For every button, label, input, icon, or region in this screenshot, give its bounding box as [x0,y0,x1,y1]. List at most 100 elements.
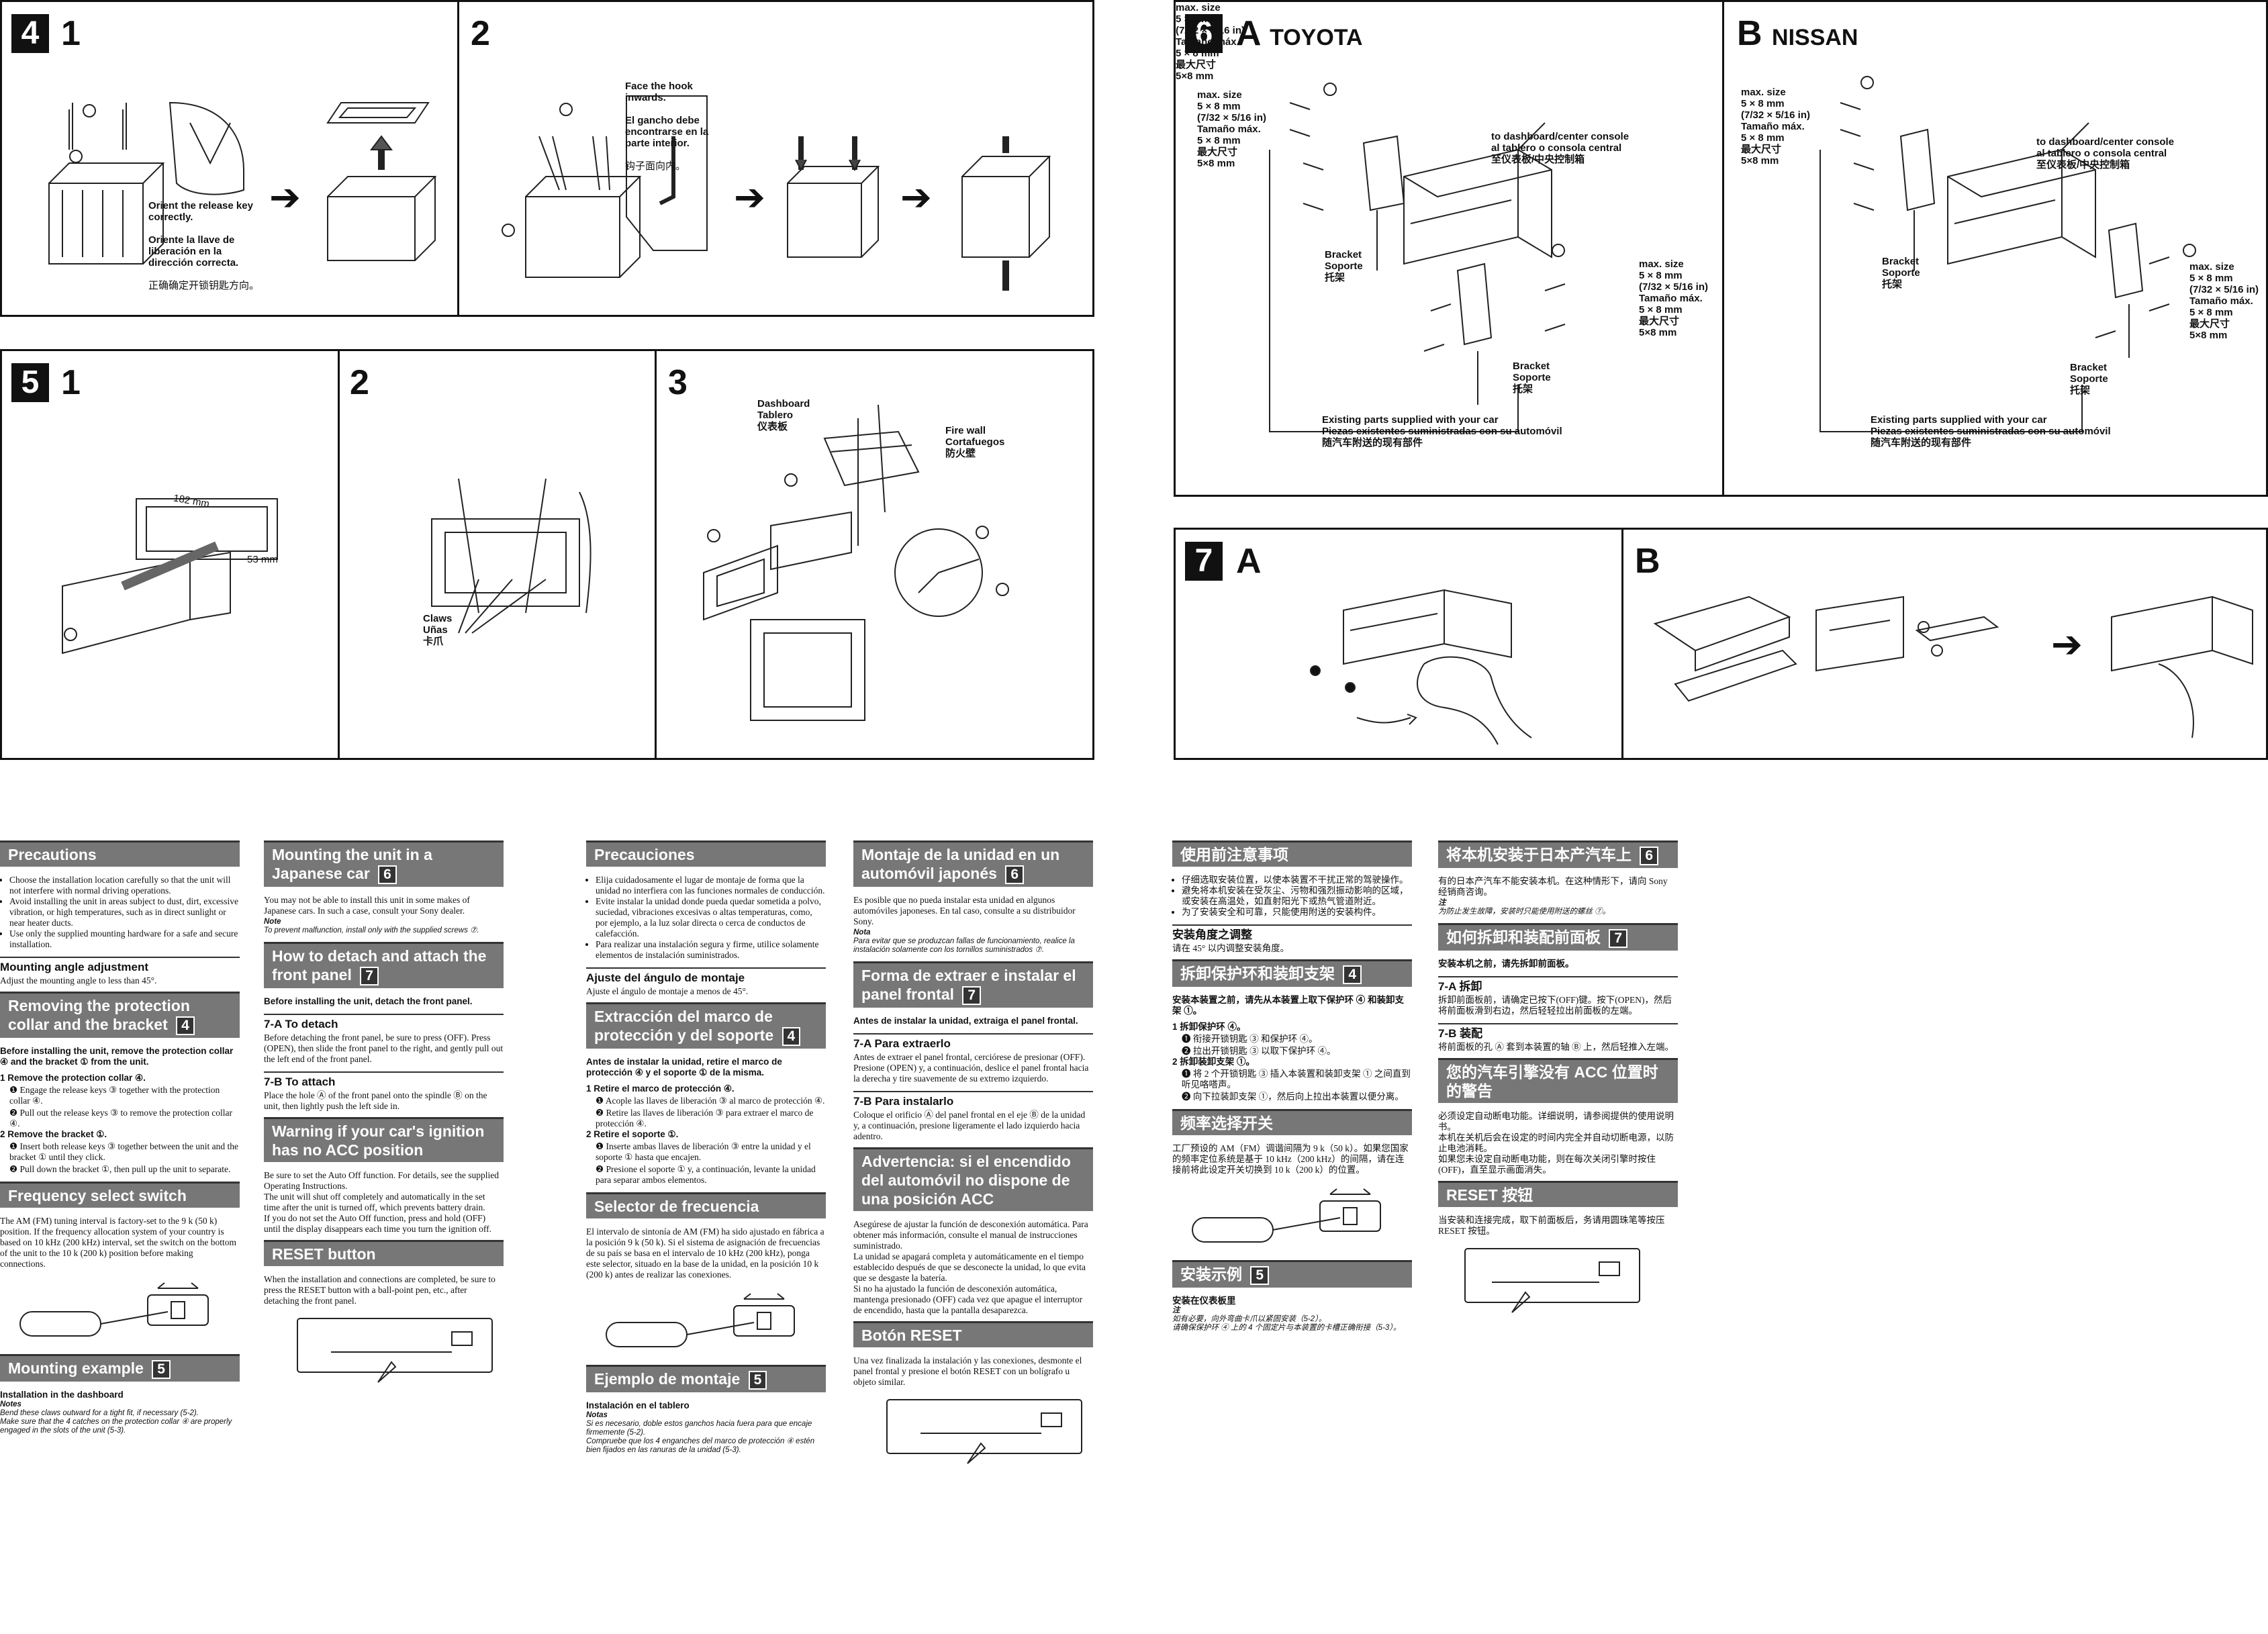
install-dashboard-label: Installation in the dashboard [0,1390,124,1400]
claws-illustration [418,479,620,646]
toyota-bracket-label: Bracket Soporte 托架 [1325,249,1363,283]
frequency-text: El intervalo de sintonía de AM (FM) ha s… [586,1227,824,1280]
column-english-2: Mounting the unit in a Japanese car 6 Yo… [264,840,504,1391]
column-spanish-1: Precauciones Elija cuidadosamente el lug… [586,840,826,1455]
angle-heading: Ajuste del ángulo de montaje [586,967,826,983]
list-item: 避免将本机安装在受灰尘、污物和强烈振动影响的区域，或安装在高温处，如直射阳光下或… [1182,885,1412,907]
column-spanish-2: Montaje de la unidad en un automóvil jap… [853,840,1093,1472]
section-ref-badge: 7 [1609,929,1628,948]
frequency-heading: Selector de frecuencia [586,1192,826,1218]
japanese-car-text: You may not be able to install this unit… [264,895,470,916]
bracket-separated-illustration [955,136,1063,297]
arrow-icon: ➔ [2051,623,2083,665]
to-attach-text: 将前面板的孔 Ⓐ 套到本装置的轴 Ⓑ 上，然后轻推入左端。 [1438,1042,1674,1052]
step-text: 1 Remove the protection collar ④. [0,1073,146,1083]
install-dashboard-label: 安装在仪表板里 [1172,1296,1236,1306]
step-1-number: 1 [61,14,81,53]
remove-intro: Before installing the unit, remove the p… [0,1046,234,1067]
toyota-existing-parts-label: Existing parts supplied with your car Pi… [1322,414,1562,448]
notes-label: Notes [0,1400,21,1408]
frequency-heading: 频率选择开关 [1172,1109,1412,1135]
reset-heading: RESET 按钮 [1438,1181,1678,1207]
nissan-letter: B [1737,14,1762,53]
japanese-car-heading: Montaje de la unidad en un automóvil jap… [853,840,1093,887]
to-detach-heading: 7-A Para extraerlo [853,1033,1093,1049]
face-hook-label: Face the hook inwards. El gancho debe en… [625,69,733,172]
reset-button-illustration [853,1393,1093,1467]
orient-release-key-label: Orient the release key correctly. Orient… [148,189,263,291]
hook-es: El gancho debe encontrarse en la parte i… [625,115,709,149]
section-number-7: 7 [1185,542,1223,581]
to-attach-heading: 7-B Para instalarlo [853,1091,1093,1107]
section-number-5: 5 [11,363,49,402]
precauciones-list: Elija cuidadosamente el lugar de montaje… [586,875,826,961]
panel-6-japanese-car: 6 A TOYOTA B NISSAN max. size 5 × 8 mm (… [1174,0,2268,497]
hook-en: Face the hook inwards. [625,81,693,103]
japanese-car-heading: 将本机安装于日本产汽车上 6 [1438,840,1678,868]
section-ref-badge: 4 [1343,965,1362,984]
arrow-icon: ➔ [734,176,765,218]
section-ref-badge: 4 [782,1027,801,1046]
panel-4-remove-collar: 4 1 2 Orient the release key correctly. … [0,0,1094,317]
toyota-bracket-label-2: Bracket Soporte 托架 [1513,361,1551,395]
reset-button-illustration [264,1312,504,1386]
acc-warning-text: 必须设定自动断电功能。详细说明，请参阅提供的使用说明书。 本机在关机后会在设定的… [1438,1111,1674,1175]
screwdriver-illustration [586,1286,826,1359]
section-ref-badge: 5 [152,1360,171,1379]
toyota-bracket-illustration [1263,69,1719,445]
step-text: ❶ Engage the release keys ③ together wit… [9,1085,220,1106]
acc-warning-heading: 您的汽车引擎没有 ACC 位置时的警告 [1438,1058,1678,1103]
reset-text: When the installation and connections ar… [264,1274,495,1306]
precautions-heading: Precautions [0,840,240,867]
mounting-example-title: Ejemplo de montaje [594,1370,741,1388]
toyota-heading: A TOYOTA [1236,14,1363,57]
list-item: 为了安装安全和可靠，只能使用附送的安装构件。 [1182,907,1412,918]
dashboard-opening-illustration [56,485,324,660]
remove-collar-title: 拆卸保护环和装卸支架 [1180,965,1335,982]
detach-attach-title: How to detach and attach the front panel [272,947,487,983]
section-ref-badge: 6 [1640,847,1659,865]
angle-heading: Mounting angle adjustment [0,957,240,973]
section-ref-badge: 7 [962,986,982,1005]
frequency-text: The AM (FM) tuning interval is factory-s… [0,1216,237,1269]
japanese-car-title: Mounting the unit in a Japanese car [272,846,432,882]
step-text: ❷ 拉出开锁钥匙 ③ 以取下保护环 ④。 [1182,1046,1336,1056]
japanese-car-text: 有的日本产汽车不能安装本机。在这种情形下，请向 Sony 经销商咨询。 [1438,876,1668,897]
step-text: ❷ Retire las llaves de liberación ③ para… [596,1108,814,1128]
remove-collar-title: Removing the protection collar and the b… [8,997,190,1033]
list-item: Evite instalar la unidad donde pueda que… [596,896,826,939]
precauciones-heading: Precauciones [586,840,826,867]
step-text: ❶ Insert both release keys ③ together be… [9,1141,238,1162]
reset-text: Una vez finalizada la instalación y las … [853,1355,1082,1387]
toyota-name: TOYOTA [1270,25,1363,50]
note-text: 如有必要，向外弯曲卡爪以紧固安装（5-2）。 [1172,1315,1327,1323]
detach-heading: A [1236,542,1262,581]
reset-button-illustration [1438,1242,1678,1316]
section-ref-badge: 7 [360,967,379,986]
panel-divider [1621,530,1623,758]
japanese-car-text: Es posible que no pueda instalar esta un… [853,895,1076,926]
angle-heading: 安装角度之调整 [1172,924,1412,941]
to-detach-heading: 7-A To detach [264,1014,504,1030]
mounting-example-title: Mounting example [8,1359,144,1377]
note-label: Note [264,918,281,926]
step-text: 1 拆卸保护环 ④。 [1172,1022,1246,1032]
reset-text: 当安装和连接完成，取下前面板后，务请用圆珠笔等按压 RESET 按钮。 [1438,1215,1665,1236]
orient-zh: 正确确定开锁钥匙方向。 [148,280,260,291]
note-text: Compruebe que los 4 enganches del marco … [586,1437,815,1454]
detach-attach-title: Forma de extraer e instalar el panel fro… [861,967,1076,1003]
panel-divider [1722,2,1724,495]
step-2-number: 2 [471,14,490,53]
hook-zh: 钩子面向内。 [625,160,686,172]
angle-text: Ajuste el ángulo de montaje a menos de 4… [586,986,749,996]
remove-collar-heading: Extracción del marco de protección y del… [586,1002,826,1049]
mounting-example-heading: 安装示例 5 [1172,1260,1412,1288]
screwdriver-illustration [1172,1181,1412,1255]
angle-text: Adjust the mounting angle to less than 4… [0,975,157,986]
step-text: ❷ Pull down the bracket ①, then pull up … [9,1164,231,1174]
step-1-number: 1 [61,363,81,402]
remove-intro: Antes de instalar la unidad, retire el m… [586,1057,782,1077]
list-item: 仔细选取安装位置，以使本装置不干扰正常的驾驶操作。 [1182,875,1412,885]
nissan-bracket-label: Bracket Soporte 托架 [1882,256,1920,290]
toyota-maxsize-label-2: max. size 5 × 8 mm (7/32 × 5/16 in) Tama… [1639,258,1708,338]
